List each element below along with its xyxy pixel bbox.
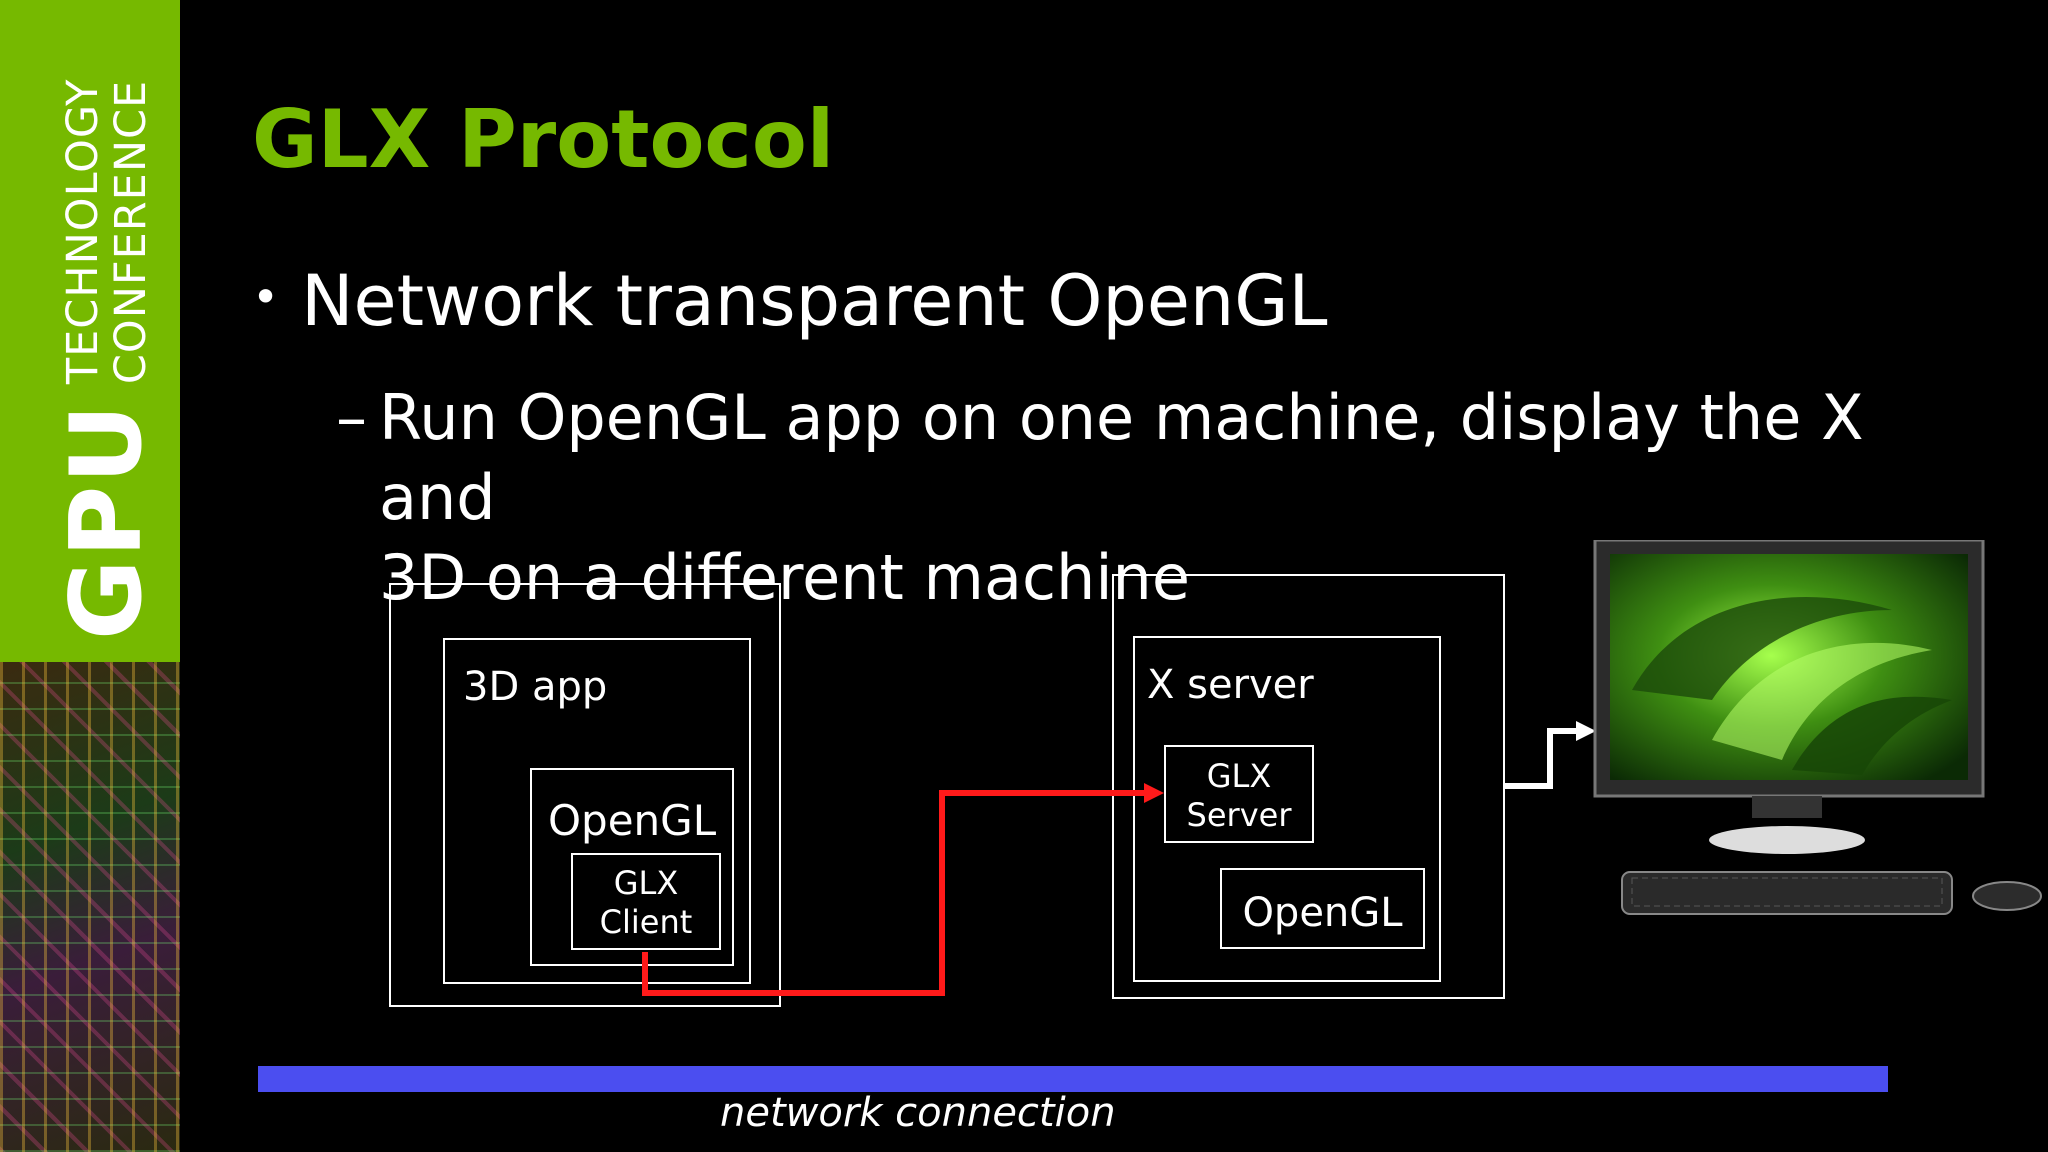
- bullet-marker: •: [252, 270, 280, 324]
- display-output-arrow: [1505, 728, 1580, 789]
- sidebar: GPU TECHNOLOGY CONFERENCE: [0, 0, 180, 1152]
- network-connection-label: network connection: [720, 1090, 1116, 1136]
- x-server-box: [1133, 636, 1441, 982]
- bullet-text: Network transparent OpenGL: [301, 260, 1328, 342]
- server-opengl-label: OpenGL: [1242, 890, 1403, 936]
- client-opengl-box: [530, 768, 734, 966]
- network-connection-bar: [258, 1066, 1888, 1092]
- server-opengl-box: [1220, 868, 1425, 949]
- glx-protocol-arrow: [642, 790, 1150, 996]
- x-server-label: X server: [1147, 662, 1314, 708]
- chip-die-image: [0, 662, 180, 1152]
- sub-bullet: – Run OpenGL app on one machine, display…: [336, 378, 1936, 618]
- workstation-icon: [1593, 540, 2042, 915]
- sub-bullet-marker: –: [336, 381, 367, 454]
- bullet-network-transparent: • Network transparent OpenGL: [252, 266, 1328, 336]
- glx-client-label-1: GLX: [613, 864, 679, 902]
- sub-bullet-line2: 3D on a different machine: [379, 541, 1190, 614]
- glx-server-label-2: Server: [1186, 796, 1292, 834]
- client-machine-box: [389, 583, 781, 1007]
- glx-protocol-arrowhead: [1144, 783, 1164, 803]
- slide-title: GLX Protocol: [252, 93, 835, 186]
- glx-server-label-1: GLX: [1206, 757, 1272, 795]
- sidebar-green-panel: [0, 0, 180, 662]
- display-output-arrowhead: [1576, 721, 1596, 741]
- client-opengl-label: OpenGL: [548, 796, 717, 845]
- sub-bullet-line1: Run OpenGL app on one machine, display t…: [379, 381, 1864, 534]
- glx-client-label-2: Client: [599, 903, 693, 941]
- client-app-label: 3D app: [463, 664, 608, 710]
- server-machine-box: [1112, 574, 1505, 999]
- client-app-box: [443, 638, 751, 984]
- glx-server-box: [1164, 745, 1314, 843]
- glx-client-box: [571, 853, 721, 950]
